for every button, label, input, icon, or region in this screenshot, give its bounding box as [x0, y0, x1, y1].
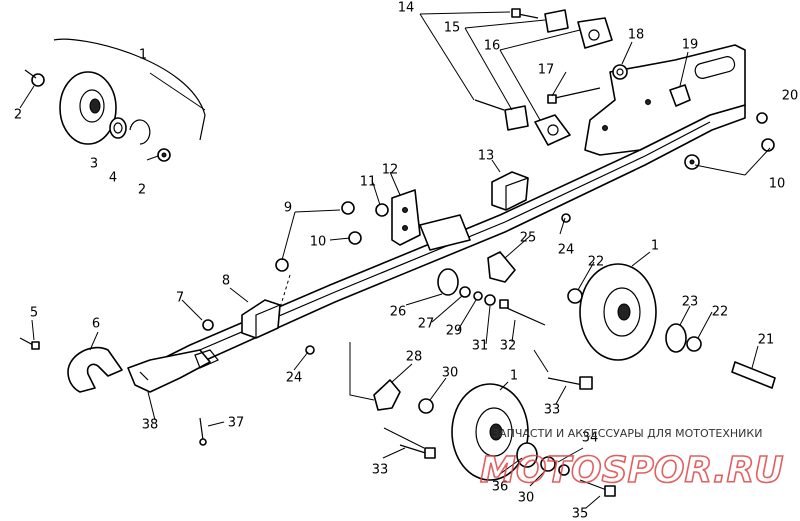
callout-13: 13 — [478, 149, 495, 164]
callout-5: 5 — [30, 306, 38, 321]
callout-26: 26 — [390, 305, 407, 320]
callout-3: 3 — [90, 157, 98, 172]
callout-22-right: 22 — [712, 305, 729, 320]
center-bracket — [391, 189, 471, 251]
callout-19: 19 — [682, 38, 699, 53]
callout-10-right: 10 — [769, 177, 786, 192]
callout-12: 12 — [382, 163, 399, 178]
block-8 — [241, 299, 281, 339]
callout-24-left: 24 — [286, 371, 303, 386]
wheel-bottom — [373, 379, 616, 497]
callout-22-top: 22 — [588, 255, 605, 270]
callout-labels: 1 2 3 4 2 14 15 16 17 18 19 20 10 11 12 … — [14, 1, 798, 521]
callout-14: 14 — [398, 1, 415, 16]
callout-1-top: 1 — [139, 48, 147, 63]
callout-32: 32 — [500, 339, 517, 354]
front-hook — [19, 337, 207, 446]
callout-18: 18 — [628, 28, 645, 43]
callout-33-right: 33 — [544, 403, 561, 418]
callout-30-top: 30 — [442, 366, 459, 381]
callout-6: 6 — [92, 317, 100, 332]
callout-16: 16 — [484, 39, 501, 54]
callout-31: 31 — [472, 339, 489, 354]
callout-27: 27 — [418, 317, 435, 332]
watermark-caption: ЗАПЧАСТИ И АКСЕССУАРЫ ДЛЯ МОТОТЕХНИКИ — [492, 427, 762, 440]
callout-34: 34 — [582, 431, 599, 446]
callout-37: 37 — [228, 416, 245, 431]
callout-36: 36 — [492, 480, 509, 495]
callout-8: 8 — [222, 274, 230, 289]
callout-1-bottom: 1 — [510, 369, 518, 384]
callout-1-right: 1 — [651, 239, 659, 254]
callout-2-right: 2 — [138, 183, 146, 198]
hardware-top — [474, 8, 775, 170]
callout-28: 28 — [406, 350, 423, 365]
leader-lines — [19, 11, 771, 509]
block-13 — [491, 171, 529, 211]
callout-10-left: 10 — [310, 235, 327, 250]
callout-33-left: 33 — [372, 463, 389, 478]
callout-7: 7 — [176, 291, 184, 306]
callout-38: 38 — [142, 418, 159, 433]
callout-15: 15 — [444, 21, 461, 36]
callout-4: 4 — [109, 171, 117, 186]
callout-2-left: 2 — [14, 108, 22, 123]
callout-30-bottom: 30 — [518, 491, 535, 506]
callout-23: 23 — [682, 295, 699, 310]
callout-11: 11 — [360, 175, 377, 190]
callout-21: 21 — [758, 333, 775, 348]
callout-9: 9 — [284, 201, 292, 216]
watermark-logo: MOTOSPOR.RU — [480, 450, 784, 491]
callout-20: 20 — [782, 89, 799, 104]
callout-29: 29 — [446, 324, 463, 339]
callout-35: 35 — [572, 507, 589, 521]
watermark: ЗАПЧАСТИ И АКСЕССУАРЫ ДЛЯ МОТОТЕХНИКИ MO… — [479, 427, 784, 492]
callout-25: 25 — [520, 231, 537, 246]
wheel-assembly-top — [24, 38, 206, 162]
callout-17: 17 — [538, 63, 555, 78]
wheel-right — [547, 263, 776, 390]
callout-24-right: 24 — [558, 243, 575, 258]
